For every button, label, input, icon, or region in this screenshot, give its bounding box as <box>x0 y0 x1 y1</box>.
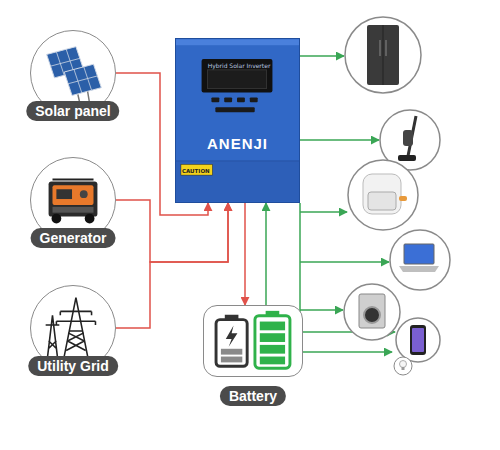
output-wire <box>265 203 267 305</box>
battery-box: Battery <box>203 305 303 377</box>
battery-icon <box>204 306 302 376</box>
source-label: Generator <box>31 228 116 248</box>
laptop-icon <box>390 230 450 290</box>
caution-sticker-text: CAUTION <box>182 168 210 174</box>
source-circle: Generator <box>30 157 116 243</box>
battery-label: Battery <box>220 386 286 406</box>
input-wire <box>116 200 228 262</box>
fridge-icon <box>345 17 421 93</box>
source-label: Utility Grid <box>28 356 118 376</box>
inverter-box: Hybrid Solar InverterANENJI <box>175 38 300 203</box>
source-circle: Utility Grid <box>30 285 116 371</box>
input-wire <box>244 203 246 305</box>
source-label: Solar panel <box>26 101 119 121</box>
brand-name: ANENJI <box>176 135 299 152</box>
phone-icon <box>396 318 440 362</box>
screen-text: Hybrid Solar Inverter <box>206 62 272 69</box>
bulb-icon <box>394 357 412 375</box>
washer-icon <box>344 284 400 340</box>
air-fryer-icon <box>348 160 418 230</box>
source-circle: Solar panel <box>30 30 116 116</box>
